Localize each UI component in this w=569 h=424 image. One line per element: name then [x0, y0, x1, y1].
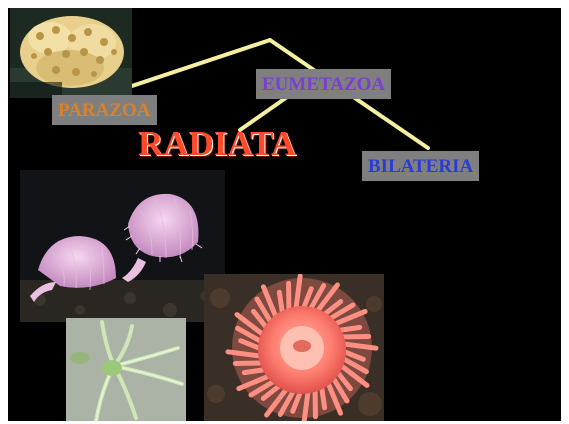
eumetazoa-label: EUMETAZOA	[256, 69, 391, 99]
bilateria-label: BILATERIA	[362, 151, 479, 181]
branch-parazoa	[120, 40, 270, 90]
sponge-photo	[10, 8, 132, 98]
radiata-title: RADIATA	[138, 126, 296, 161]
slide-canvas: PARAZOA EUMETAZOA BILATERIA RADIATA	[8, 8, 561, 421]
jellyfish-photo	[20, 170, 225, 322]
parazoa-label: PARAZOA	[52, 95, 157, 125]
hydra-photo	[66, 318, 186, 421]
sea-anemone-photo	[204, 274, 384, 421]
